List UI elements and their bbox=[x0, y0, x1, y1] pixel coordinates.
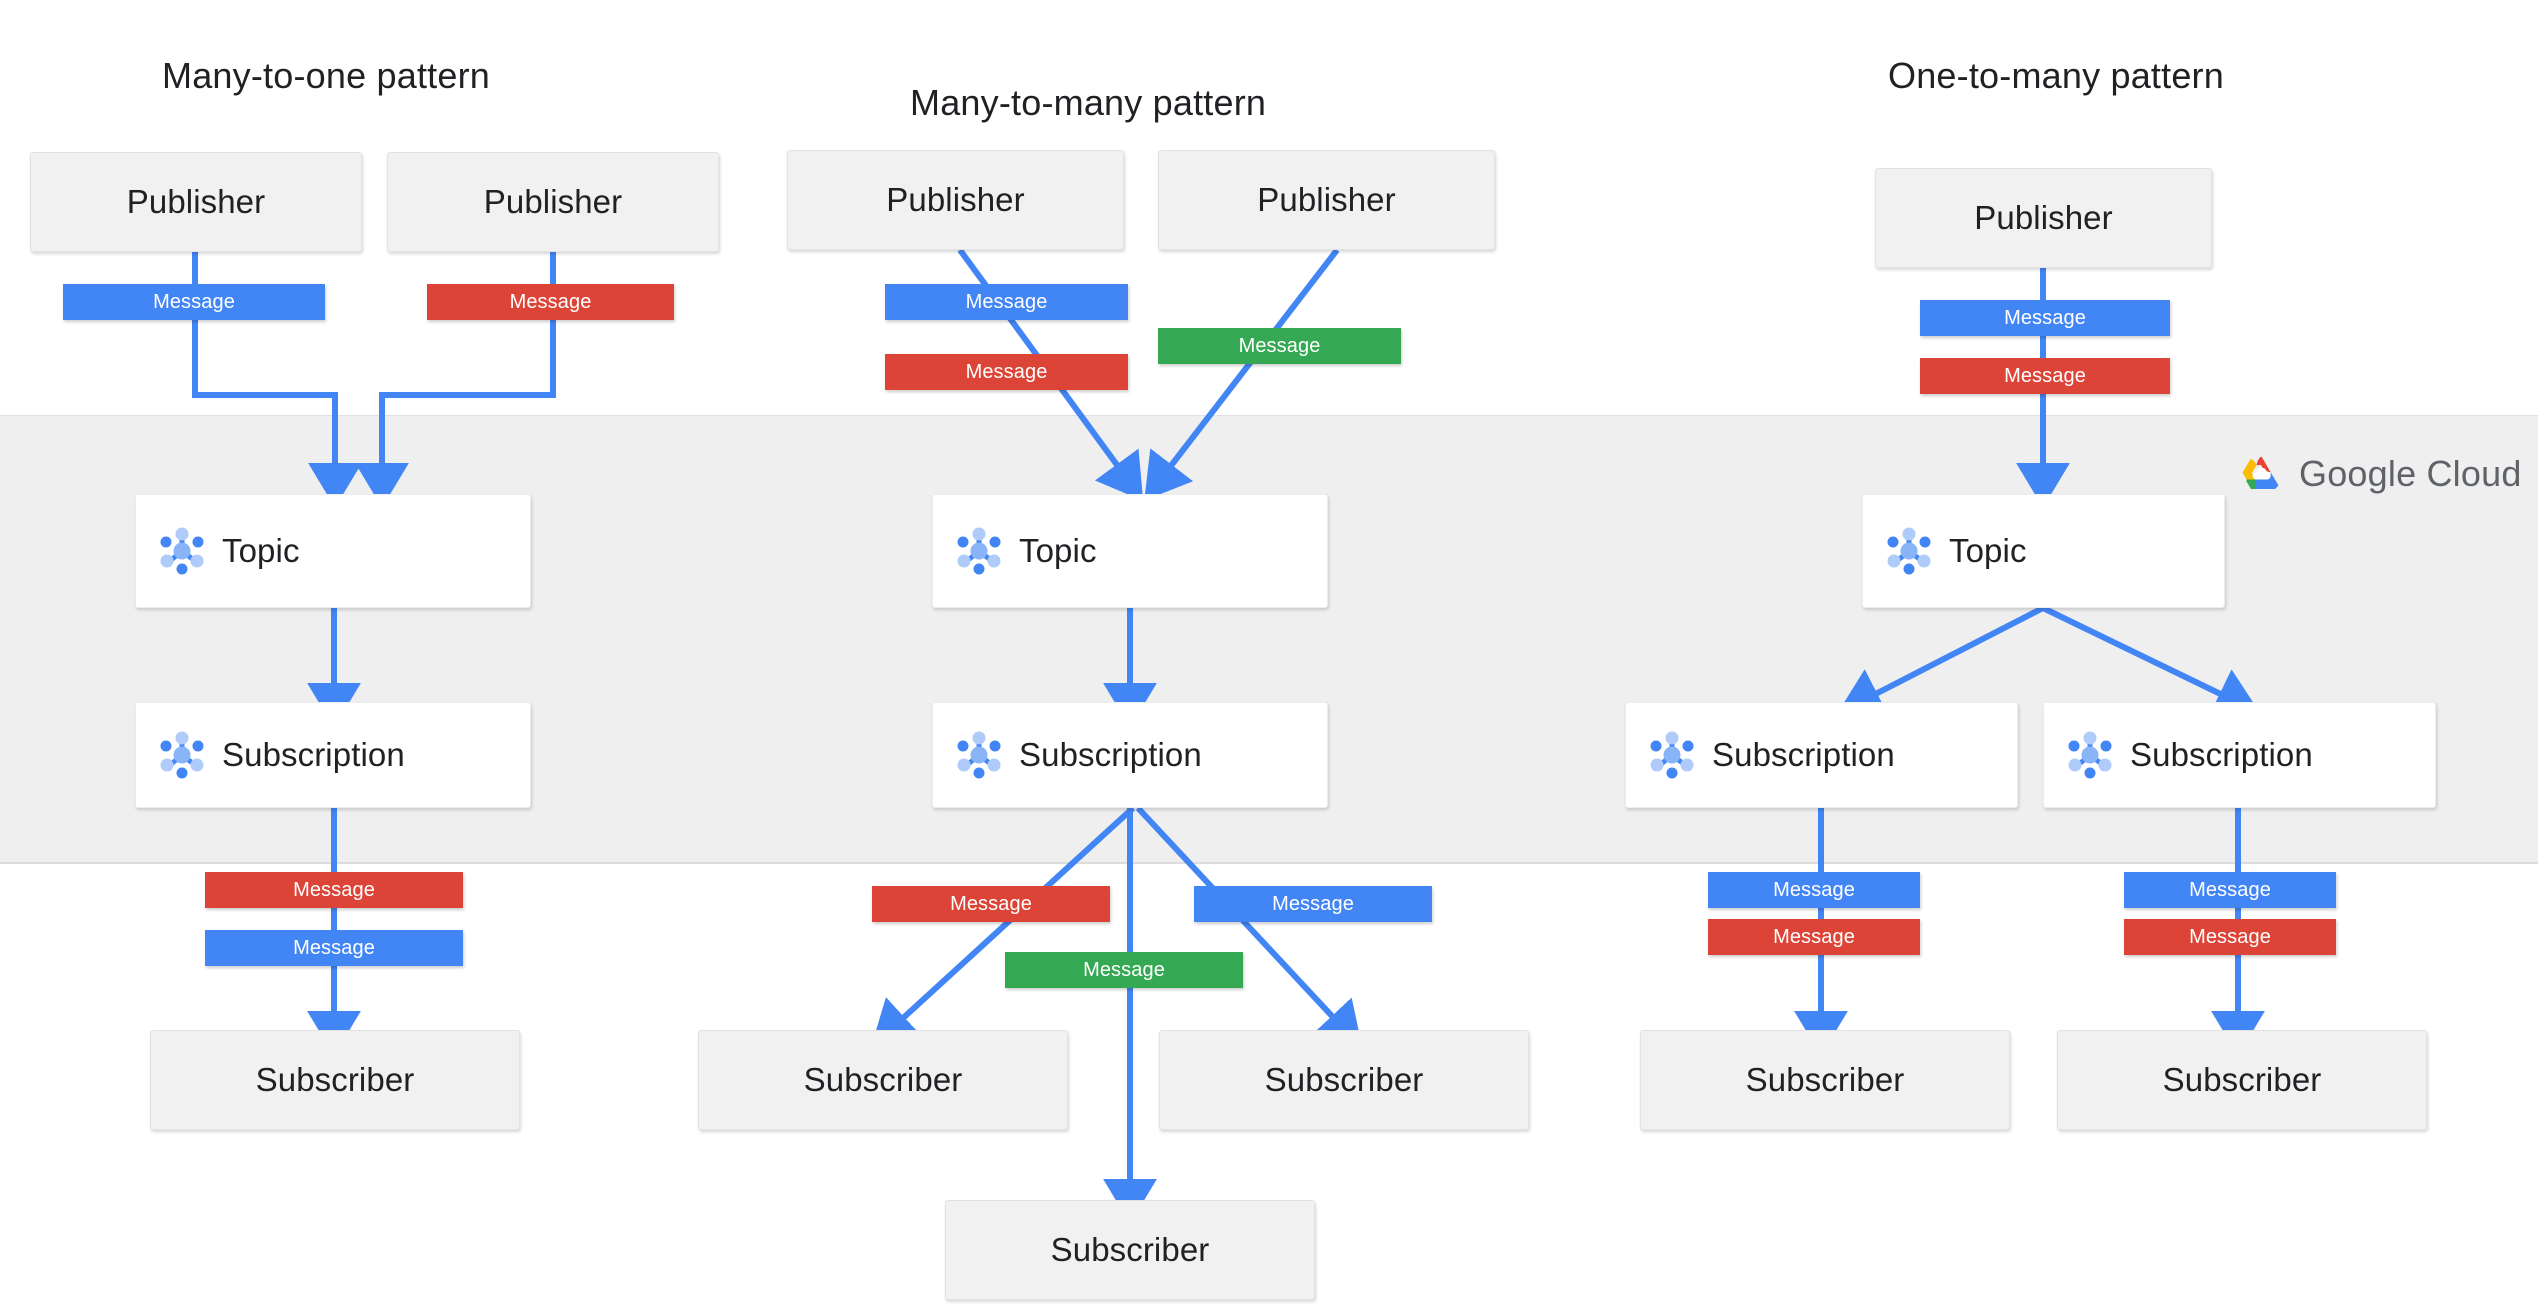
message-label: Message bbox=[1083, 958, 1165, 981]
publisher-label: Publisher bbox=[1974, 199, 2113, 236]
subscriber-label: Subscriber bbox=[803, 1061, 963, 1098]
message-badge: Message bbox=[1920, 300, 2170, 336]
column-title-one-to-many: One-to-many pattern bbox=[1888, 55, 2224, 96]
message-badge: Message bbox=[872, 886, 1110, 922]
publisher-box[interactable]: Publisher bbox=[1158, 150, 1495, 250]
message-label: Message bbox=[1773, 925, 1855, 948]
message-label: Message bbox=[965, 290, 1048, 313]
message-label: Message bbox=[293, 936, 375, 959]
subscriber-label: Subscriber bbox=[1050, 1231, 1210, 1268]
message-badge: Message bbox=[1708, 872, 1920, 908]
publisher-label: Publisher bbox=[1257, 181, 1396, 218]
message-label: Message bbox=[2189, 925, 2271, 948]
topic-label: Topic bbox=[222, 532, 300, 569]
subscriber-label: Subscriber bbox=[1264, 1061, 1424, 1098]
subscription-label: Subscription bbox=[1019, 736, 1202, 773]
topic-box[interactable]: Topic bbox=[932, 494, 1328, 608]
subscriber-box[interactable]: Subscriber bbox=[1640, 1030, 2010, 1130]
google-cloud-logo: Google Cloud bbox=[2237, 450, 2522, 498]
subscriber-box[interactable]: Subscriber bbox=[945, 1200, 1315, 1300]
publisher-label: Publisher bbox=[483, 183, 623, 220]
google-cloud-logo-text: Google Cloud bbox=[2299, 453, 2522, 494]
subscriber-box[interactable]: Subscriber bbox=[150, 1030, 520, 1130]
message-label: Message bbox=[293, 878, 375, 901]
publisher-box[interactable]: Publisher bbox=[387, 152, 719, 252]
pubsub-subscription-icon bbox=[1646, 729, 1698, 781]
pubsub-subscription-icon bbox=[156, 729, 208, 781]
message-label: Message bbox=[2004, 364, 2086, 387]
message-badge: Message bbox=[1194, 886, 1432, 922]
message-badge: Message bbox=[885, 354, 1128, 390]
topic-label: Topic bbox=[1949, 532, 2027, 569]
message-label: Message bbox=[2004, 306, 2086, 329]
subscriber-box[interactable]: Subscriber bbox=[1159, 1030, 1529, 1130]
column-title-many-to-one: Many-to-one pattern bbox=[162, 55, 490, 96]
subscription-label: Subscription bbox=[222, 736, 405, 773]
subscriber-box[interactable]: Subscriber bbox=[2057, 1030, 2427, 1130]
message-label: Message bbox=[153, 290, 235, 313]
publisher-box[interactable]: Publisher bbox=[1875, 168, 2212, 268]
subscription-box[interactable]: Subscription bbox=[135, 702, 531, 808]
message-badge: Message bbox=[1708, 919, 1920, 955]
message-label: Message bbox=[2189, 878, 2271, 901]
publisher-label: Publisher bbox=[886, 181, 1025, 218]
subscription-label: Subscription bbox=[2130, 736, 2313, 773]
subscriber-label: Subscriber bbox=[1745, 1061, 1905, 1098]
message-label: Message bbox=[509, 290, 592, 313]
message-badge: Message bbox=[2124, 919, 2336, 955]
subscriber-box[interactable]: Subscriber bbox=[698, 1030, 1068, 1130]
topic-box[interactable]: Topic bbox=[1862, 494, 2225, 608]
message-label: Message bbox=[1773, 878, 1855, 901]
message-label: Message bbox=[950, 892, 1032, 915]
pubsub-topic-icon bbox=[156, 525, 208, 577]
message-badge: Message bbox=[63, 284, 325, 320]
pubsub-subscription-icon bbox=[2064, 729, 2116, 781]
google-cloud-logo-icon bbox=[2237, 450, 2285, 498]
message-badge: Message bbox=[2124, 872, 2336, 908]
publisher-box[interactable]: Publisher bbox=[30, 152, 362, 252]
subscription-box[interactable]: Subscription bbox=[2043, 702, 2436, 808]
subscription-box[interactable]: Subscription bbox=[1625, 702, 2018, 808]
message-badge: Message bbox=[205, 872, 463, 908]
column-title-many-to-many: Many-to-many pattern bbox=[910, 82, 1267, 123]
message-label: Message bbox=[965, 360, 1048, 383]
pubsub-subscription-icon bbox=[953, 729, 1005, 781]
message-badge: Message bbox=[1158, 328, 1401, 364]
pubsub-topic-icon bbox=[1883, 525, 1935, 577]
topic-label: Topic bbox=[1019, 532, 1097, 569]
message-badge: Message bbox=[1920, 358, 2170, 394]
message-badge: Message bbox=[885, 284, 1128, 320]
message-badge: Message bbox=[427, 284, 674, 320]
pubsub-topic-icon bbox=[953, 525, 1005, 577]
subscription-box[interactable]: Subscription bbox=[932, 702, 1328, 808]
topic-box[interactable]: Topic bbox=[135, 494, 531, 608]
subscriber-label: Subscriber bbox=[255, 1061, 415, 1098]
message-badge: Message bbox=[1005, 952, 1243, 988]
message-badge: Message bbox=[205, 930, 463, 966]
message-label: Message bbox=[1238, 334, 1321, 357]
subscriber-label: Subscriber bbox=[2162, 1061, 2322, 1098]
publisher-label: Publisher bbox=[126, 183, 266, 220]
message-label: Message bbox=[1272, 892, 1354, 915]
subscription-label: Subscription bbox=[1712, 736, 1895, 773]
publisher-box[interactable]: Publisher bbox=[787, 150, 1124, 250]
